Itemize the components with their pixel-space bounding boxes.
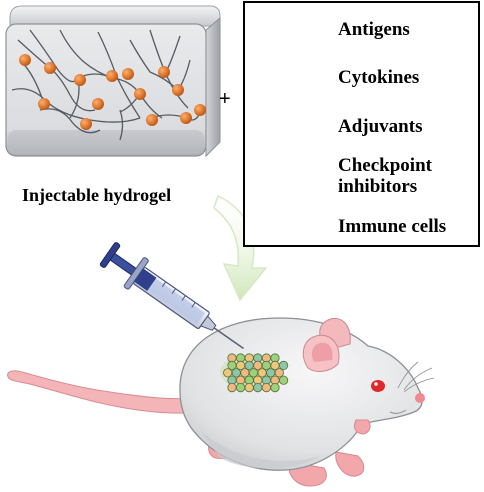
mouse-tail (7, 370, 213, 414)
hydrogel-beads (19, 54, 206, 130)
legend-box (243, 1, 480, 247)
mouse-eye (371, 380, 385, 392)
polymer-network (11, 29, 201, 141)
mouse-nose (415, 393, 425, 403)
injected-bead (266, 368, 276, 378)
syringe (99, 242, 245, 350)
injected-bead (244, 382, 254, 393)
injected-bead (227, 360, 237, 370)
injected-bead (270, 360, 280, 370)
hydrogel-caption: Injectable hydrogel (22, 185, 172, 205)
injected-bead (278, 360, 289, 370)
legend-label-checkpoint: Checkpoint (338, 155, 432, 176)
mouse-whiskers (397, 361, 435, 393)
injected-bead (274, 368, 284, 378)
injected-bead (236, 360, 246, 370)
legend-label-cytokines: Cytokines (338, 67, 420, 88)
injected-bead (261, 382, 271, 393)
legend-label-antigens: Antigens (338, 19, 410, 40)
injected-bead (278, 375, 289, 385)
injected-bead (231, 368, 241, 378)
injected-bead (270, 382, 280, 393)
injected-bead (236, 382, 246, 393)
injected-bead (261, 360, 271, 370)
hydrogel-block (5, 5, 221, 158)
injected-bead (240, 368, 250, 378)
legend-label-inhibitors: inhibitors (338, 176, 418, 197)
injected-bead (248, 368, 259, 378)
plus-sign: + (219, 88, 231, 110)
mouse (7, 317, 435, 487)
legend-label-immune-cells: Immune cells (338, 216, 447, 237)
injected-bead (257, 368, 267, 378)
injected-bead (253, 360, 263, 370)
legend-label-adjuvants: Adjuvants (338, 116, 423, 137)
injected-bead (244, 360, 254, 370)
injected-bead (253, 382, 263, 393)
injected-hydrogel (220, 353, 289, 393)
injected-bead (223, 368, 233, 378)
injected-bead (227, 382, 237, 393)
